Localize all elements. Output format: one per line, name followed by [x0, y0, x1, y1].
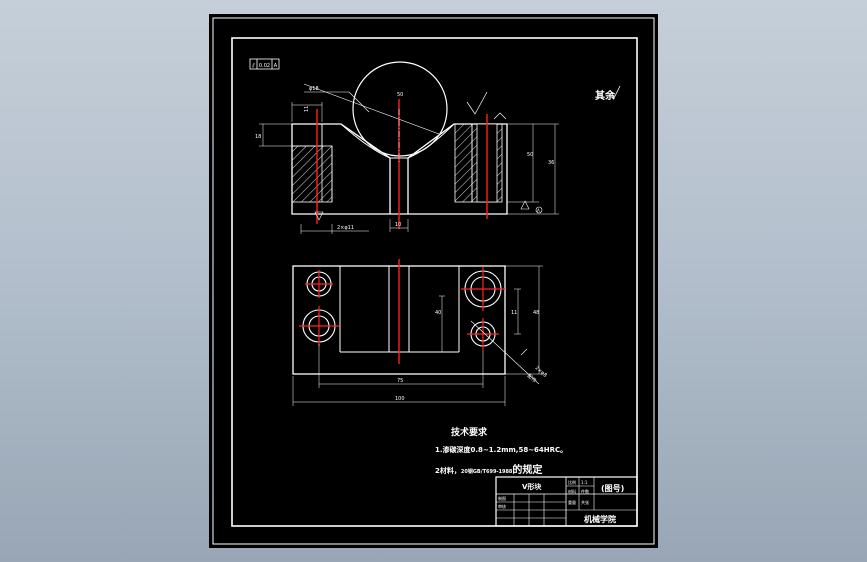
tech-line-2-suffix: 的规定 [512, 463, 542, 476]
svg-text:2材料，20钢GB/T699-1988的规定: 2材料，20钢GB/T699-1988的规定 [435, 463, 542, 476]
svg-text:件数: 件数 [581, 488, 589, 494]
tolerance-datum: A [274, 63, 278, 69]
dim-hole-dia-bottom: 2×φ11 [337, 225, 354, 231]
plan-view: 40 11 48 75 100 2×φ8 [292, 259, 548, 406]
tech-title: 技术要求 [451, 426, 488, 438]
svg-text:共张: 共张 [581, 499, 589, 505]
title-part-name: V形块 [522, 482, 542, 491]
svg-text:材料: 材料 [568, 488, 576, 494]
svg-text:1:1: 1:1 [581, 480, 588, 485]
roughness-symbol-icon [610, 85, 621, 99]
dim-height-total: 36 [548, 160, 554, 166]
dim-plan-pitch: 75 [397, 378, 403, 384]
dim-height-mid: 50 [527, 152, 533, 158]
tech-requirements: 技术要求 1.渗碳深度0.8~1.2mm,58~64HRC。 2材料，20钢GB… [435, 426, 567, 476]
dim-plan-small: 11 [511, 310, 517, 316]
tech-line-2-spec: 20钢GB/T699-1988 [461, 468, 513, 475]
inner-frame [231, 37, 638, 527]
dim-ball-dia: 50 [397, 92, 403, 98]
outer-frame [212, 17, 655, 545]
tolerance-frame: ⫽ 0.02 A [249, 58, 280, 70]
dim-plan-height: 48 [533, 310, 539, 316]
dim-slot-bottom: 10 [395, 222, 401, 228]
svg-text:审核: 审核 [498, 503, 506, 509]
pin-note-sub: 配作 [526, 372, 538, 384]
tolerance-value: 0.02 [259, 63, 270, 69]
title-block: V形块 (图号) 机械学院 比例 1:1 材料 件数 制图 审核 重量 共张 [495, 476, 638, 527]
front-view: 50 φ18 11 18 50 [255, 61, 559, 234]
drawing-canvas[interactable]: ⫽ 0.02 A 其余 [209, 14, 658, 548]
dim-hole-dia-top: φ18 [309, 86, 319, 92]
tolerance-symbol: ⫽ [251, 63, 255, 70]
svg-text:比例: 比例 [568, 479, 576, 485]
title-drawing-no: (图号) [601, 484, 624, 493]
dim-plan-length: 100 [395, 396, 405, 402]
datum-a-label: A [537, 208, 540, 213]
drawing-sheet: ⫽ 0.02 A 其余 [209, 14, 658, 548]
dim-height-small: 18 [255, 134, 261, 140]
dim-plan-inner: 40 [435, 310, 441, 316]
dim-hole-depth: 11 [304, 106, 310, 112]
svg-text:制图: 制图 [498, 495, 506, 501]
roughness-note: 其余 [595, 85, 621, 102]
tech-line-2-prefix: 2材料， [435, 466, 461, 475]
title-school: 机械学院 [584, 514, 616, 524]
ball-circle [352, 61, 448, 157]
tech-line-1: 1.渗碳深度0.8~1.2mm,58~64HRC。 [435, 445, 567, 454]
pin-note: 2×φ8 [534, 365, 548, 379]
svg-text:重量: 重量 [568, 499, 576, 505]
